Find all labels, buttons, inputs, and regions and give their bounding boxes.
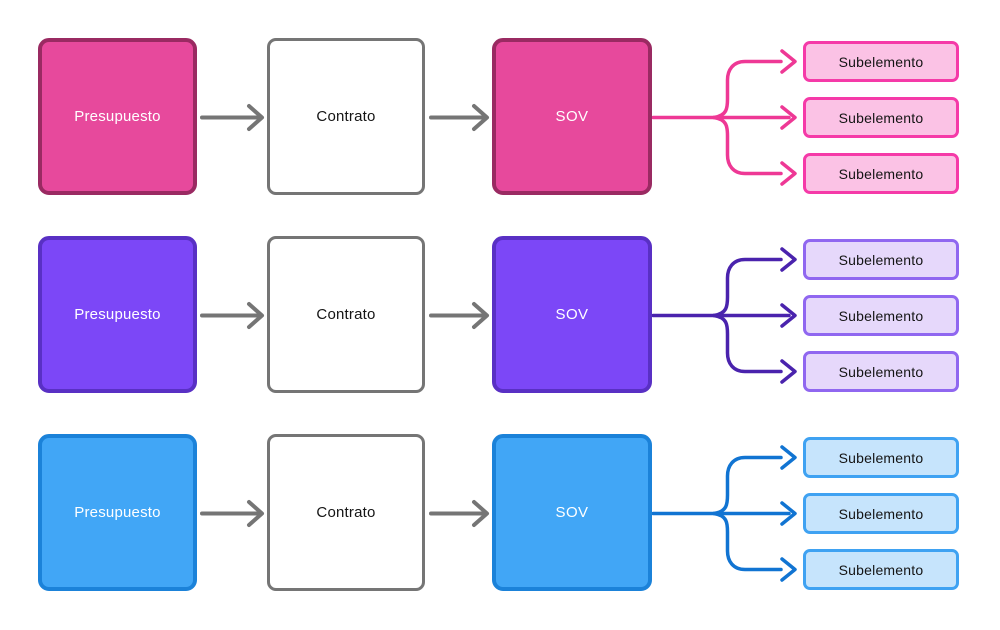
presupuesto-label: Presupuesto: [74, 108, 161, 125]
sov-label: SOV: [555, 306, 589, 323]
sov-node: SOV: [492, 434, 652, 591]
subelemento-node: Subelemento: [803, 493, 959, 534]
subelemento-node: Subelemento: [803, 239, 959, 280]
fork-connector-icon: [652, 247, 797, 384]
fork-connector-icon: [652, 445, 797, 582]
presupuesto-node: Presupuesto: [38, 434, 197, 591]
subelemento-node: Subelemento: [803, 153, 959, 194]
subelemento-label: Subelemento: [838, 53, 924, 70]
subelemento-label: Subelemento: [838, 165, 924, 182]
subelemento-label: Subelemento: [838, 109, 924, 126]
arrow-right-icon: [200, 104, 264, 131]
contrato-node: Contrato: [267, 38, 425, 195]
flow-row-purple: Presupuesto Contrato SOV Subelemento: [0, 236, 1000, 394]
subelemento-label: Subelemento: [838, 449, 924, 466]
presupuesto-label: Presupuesto: [74, 504, 161, 521]
sov-label: SOV: [555, 504, 589, 521]
fork-connector-icon: [652, 49, 797, 186]
subelemento-node: Subelemento: [803, 549, 959, 590]
subelemento-node: Subelemento: [803, 351, 959, 392]
sov-node: SOV: [492, 236, 652, 393]
presupuesto-node: Presupuesto: [38, 38, 197, 195]
subelemento-label: Subelemento: [838, 505, 924, 522]
arrow-right-icon: [429, 104, 489, 131]
subelemento-label: Subelemento: [838, 561, 924, 578]
flow-row-blue: Presupuesto Contrato SOV Subelemento: [0, 434, 1000, 592]
contrato-label: Contrato: [316, 108, 376, 125]
sov-label: SOV: [555, 108, 589, 125]
presupuesto-label: Presupuesto: [74, 306, 161, 323]
arrow-right-icon: [200, 302, 264, 329]
contrato-label: Contrato: [316, 504, 376, 521]
flow-row-pink: Presupuesto Contrato SOV Subelemento: [0, 38, 1000, 196]
subelemento-label: Subelemento: [838, 363, 924, 380]
subelemento-node: Subelemento: [803, 437, 959, 478]
subelemento-label: Subelemento: [838, 307, 924, 324]
subelemento-node: Subelemento: [803, 295, 959, 336]
arrow-right-icon: [429, 302, 489, 329]
contrato-label: Contrato: [316, 306, 376, 323]
subelemento-node: Subelemento: [803, 97, 959, 138]
subelemento-label: Subelemento: [838, 251, 924, 268]
presupuesto-node: Presupuesto: [38, 236, 197, 393]
contrato-node: Contrato: [267, 434, 425, 591]
arrow-right-icon: [200, 500, 264, 527]
arrow-right-icon: [429, 500, 489, 527]
subelemento-node: Subelemento: [803, 41, 959, 82]
contrato-node: Contrato: [267, 236, 425, 393]
sov-node: SOV: [492, 38, 652, 195]
